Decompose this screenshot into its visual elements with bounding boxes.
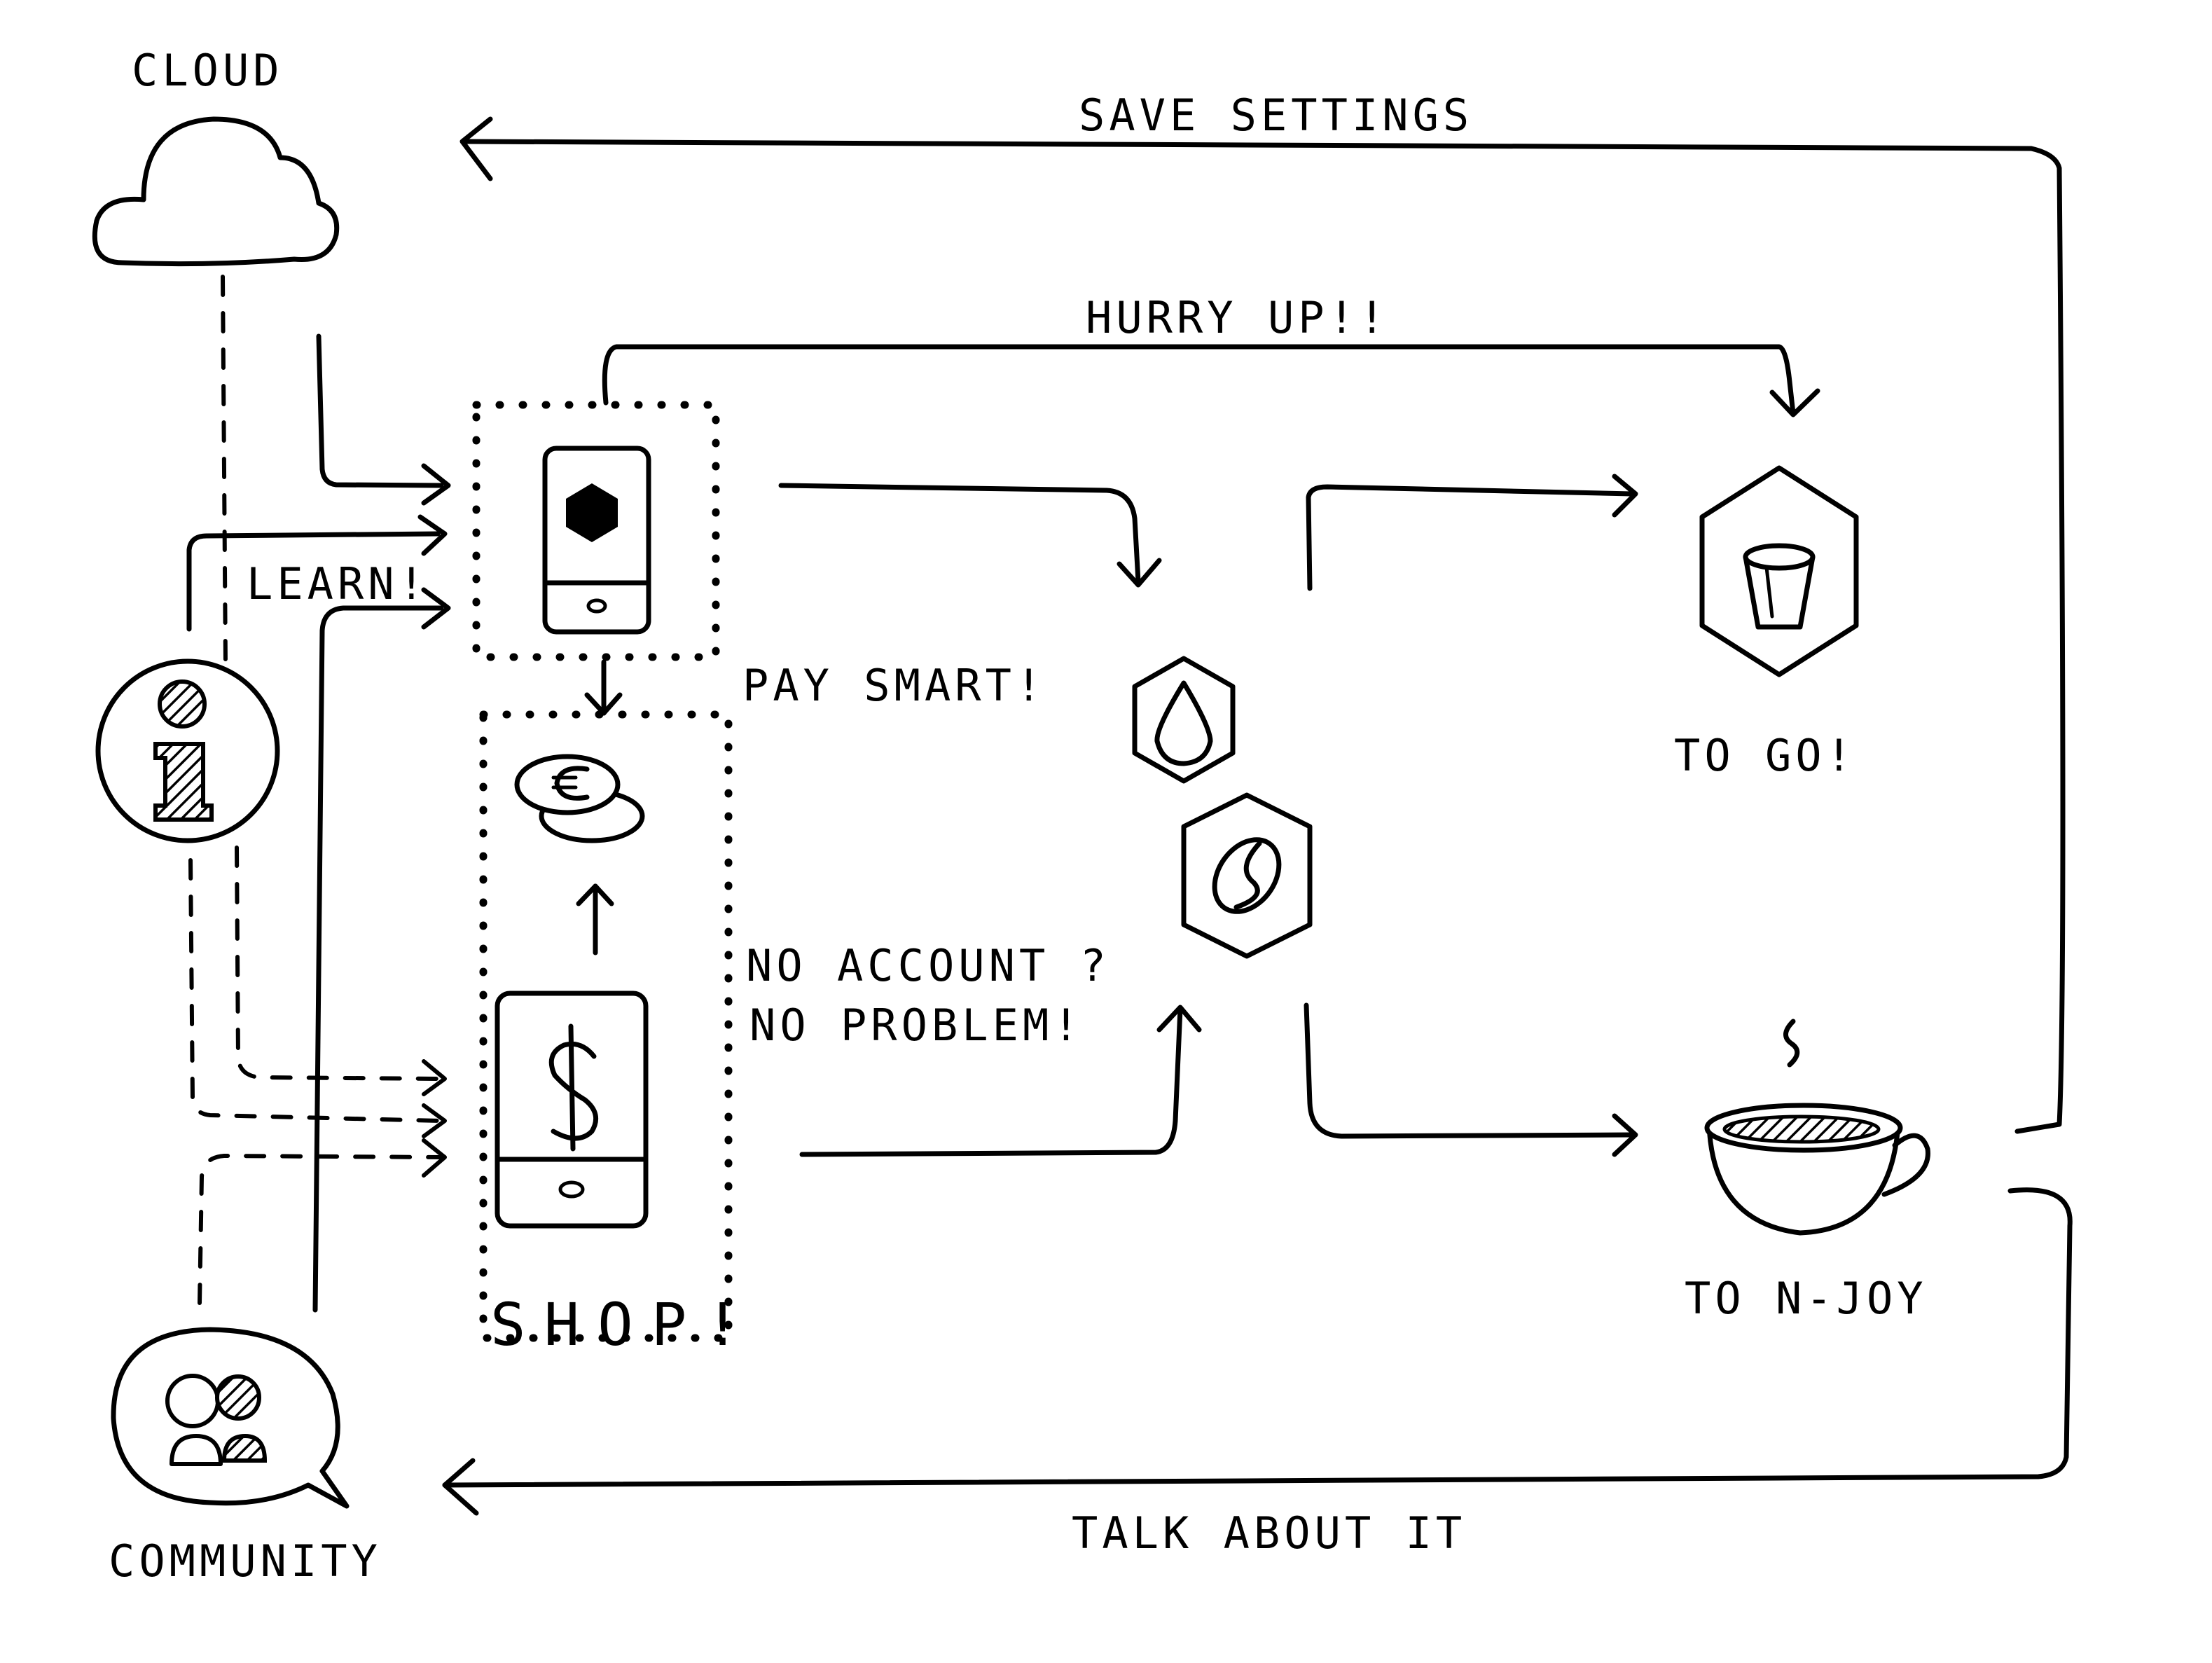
no-account-label: NO ACCOUNT ? — [746, 940, 1110, 991]
community-icon — [111, 1327, 350, 1509]
app-dotted-frame — [472, 401, 720, 661]
hurry-up-label: HURRY UP!! — [1086, 292, 1389, 343]
connector-lines — [186, 116, 2073, 1516]
cloud-label: CLOUD — [132, 45, 284, 96]
no-problem-label: NO PROBLEM! — [749, 1000, 1084, 1051]
learn-label: LEARN! — [247, 558, 429, 609]
pay-smart-label: PAY SMART! — [742, 660, 1046, 711]
cloud-icon — [92, 116, 340, 267]
euro-coins-icon — [514, 754, 645, 843]
phone-icon — [542, 446, 651, 635]
phone-dollar-icon — [495, 991, 649, 1229]
to-njoy-label: TO N-JOY — [1685, 1273, 1928, 1324]
info-icon — [95, 658, 280, 843]
to-go-label: TO GO! — [1674, 730, 1856, 781]
coffee-bean-icon — [1181, 792, 1313, 959]
shop-dotted-frame — [479, 710, 733, 1342]
save-settings-label: SAVE SETTINGS — [1079, 90, 1473, 141]
community-label: COMMUNITY — [109, 1536, 382, 1587]
talk-about-it-label: TALK ABOUT IT — [1072, 1507, 1466, 1559]
dashed-connectors — [188, 275, 447, 1305]
shop-label: SHOP! — [490, 1290, 759, 1359]
coffee-cup-icon — [1704, 1019, 1930, 1236]
water-drop-icon — [1132, 656, 1236, 784]
to-go-cup-icon — [1699, 465, 1859, 677]
